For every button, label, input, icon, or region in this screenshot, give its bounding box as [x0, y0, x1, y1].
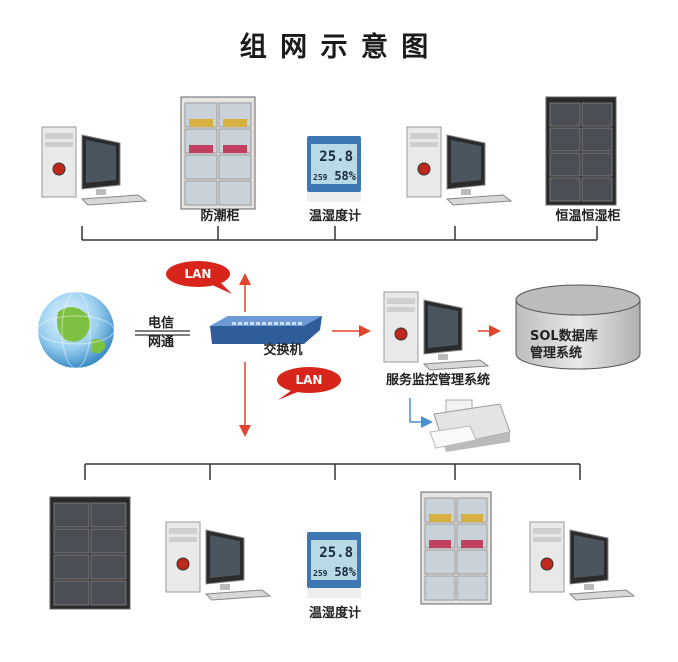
cabinet-label: 防潮柜 [200, 208, 239, 224]
diagram-title: 组 网 示 意 图 [240, 31, 431, 63]
db-label-line1: SOL数据库 [530, 328, 598, 344]
humidity-readout: 58% [334, 169, 356, 183]
switch-port [250, 322, 254, 325]
computer-bottom-left [165, 521, 272, 601]
lan-bubble-bottom: LAN [277, 367, 341, 400]
switch-icon [210, 316, 322, 344]
temperature-readout: 25.8 [319, 545, 353, 561]
database-icon: SOL数据库 管理系统 [515, 284, 641, 370]
switch-port [268, 322, 272, 325]
constant-cabinet-label: 恒温恒湿柜 [555, 208, 620, 224]
switch-port [292, 322, 296, 325]
constant-cabinet-bottom [49, 496, 131, 610]
lan-label-bottom: LAN [296, 373, 323, 387]
computer-bottom-right [529, 521, 636, 601]
dry-cabinet-bottom [420, 491, 492, 605]
bottom-bus-line [84, 463, 581, 480]
arrow-to-printer [409, 398, 433, 428]
thermo-label-top: 温湿度计 [309, 208, 361, 224]
telecom-label: 电信 [148, 315, 174, 331]
switch-port [298, 322, 302, 325]
switch-label: 交换机 [263, 342, 302, 358]
monitoring-server [383, 291, 490, 371]
dry-cabinet-top [180, 96, 256, 210]
computer-top-right [406, 126, 513, 206]
constant-cabinet-top [545, 96, 617, 206]
switch-port [274, 322, 278, 325]
printer-icon [429, 399, 511, 452]
switch-port [262, 322, 266, 325]
humidity-readout: 58% [334, 565, 356, 579]
switch-port [280, 322, 284, 325]
lan-bubble-top: LAN [166, 261, 232, 294]
server-label: 服务监控管理系统 [386, 372, 490, 388]
thermo-label-bottom: 温湿度计 [309, 605, 361, 621]
switch-port [238, 322, 242, 325]
top-bus-line [81, 226, 598, 241]
switch-port [244, 322, 248, 325]
netcom-label: 网通 [148, 334, 174, 350]
lan-label-top: LAN [185, 267, 212, 281]
wan-link [135, 330, 190, 336]
db-label-line2: 管理系统 [530, 345, 582, 361]
small-readout: 259 [313, 173, 328, 182]
thermo-hygrometer-top: 25.8 259 58% [307, 136, 361, 202]
thermo-hygrometer-bottom: 25.8 259 58% [307, 532, 361, 598]
globe-icon [37, 291, 115, 369]
switch-port [256, 322, 260, 325]
switch-port [232, 322, 236, 325]
temperature-readout: 25.8 [319, 149, 353, 165]
computer-top-left [41, 126, 148, 206]
switch-port [286, 322, 290, 325]
small-readout: 259 [313, 569, 328, 578]
